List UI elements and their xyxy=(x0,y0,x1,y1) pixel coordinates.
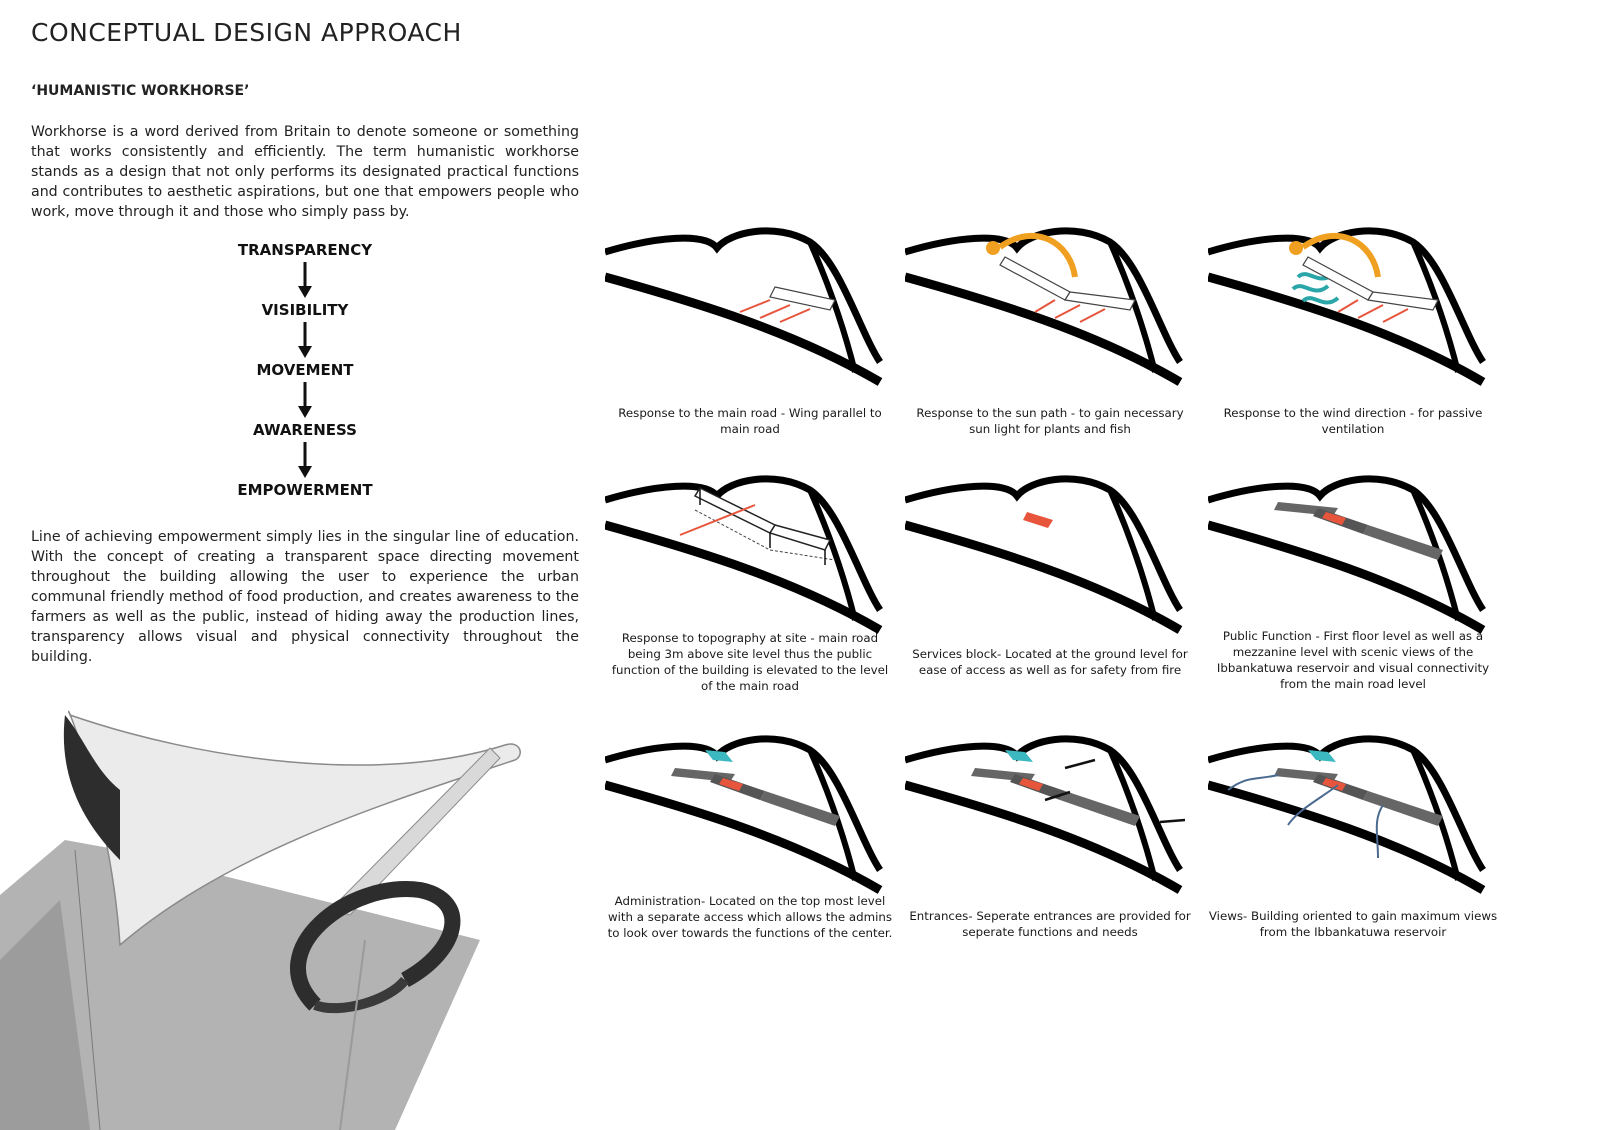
diagram-services-block: Services block- Located at the ground le… xyxy=(905,460,1205,740)
down-arrow-icon xyxy=(298,442,312,478)
diagram-caption: Administration- Located on the top most … xyxy=(607,894,893,940)
diagram-caption: Entrances- Seperate entrances are provid… xyxy=(909,909,1191,939)
down-arrow-icon xyxy=(298,262,312,298)
views-sketch xyxy=(1208,735,1486,894)
diagram-caption: Response to topography at site - main ro… xyxy=(611,631,889,693)
flow-step-visibility: VISIBILITY xyxy=(261,301,349,319)
flow-step-awareness: AWARENESS xyxy=(253,421,357,439)
services-block-sketch xyxy=(905,475,1183,634)
diagram-caption: Views- Building oriented to gain maximum… xyxy=(1208,909,1498,939)
diagram-views: Views- Building oriented to gain maximum… xyxy=(1208,720,1508,1000)
sun-path-sketch xyxy=(905,227,1183,386)
entrances-sketch xyxy=(905,735,1186,894)
diagram-entrances: Entrances- Seperate entrances are provid… xyxy=(905,720,1205,1000)
subtitle: ‘HUMANISTIC WORKHORSE’ xyxy=(31,83,250,99)
flow-step-movement: MOVEMENT xyxy=(256,361,354,379)
diagram-topography: Response to topography at site - main ro… xyxy=(605,460,905,740)
diagram-caption: Services block- Located at the ground le… xyxy=(912,647,1188,677)
administration-sketch xyxy=(605,735,883,894)
topography-sketch xyxy=(605,475,883,634)
flow-step-empowerment: EMPOWERMENT xyxy=(237,481,373,499)
empowerment-paragraph: Line of achieving empowerment simply lie… xyxy=(31,529,579,665)
concept-flow: TRANSPARENCY VISIBILITY MOVEMENT AWARENE… xyxy=(205,240,405,500)
diagram-wind-direction: Response to the wind direction - for pas… xyxy=(1208,212,1508,492)
public-function-sketch xyxy=(1208,475,1486,634)
diagram-caption: Public Function - First floor level as w… xyxy=(1216,629,1490,691)
diagram-public-function: Public Function - First floor level as w… xyxy=(1208,460,1508,740)
diagram-administration: Administration- Located on the top most … xyxy=(605,720,905,1000)
diagram-caption: Response to the main road - Wing paralle… xyxy=(618,406,882,436)
page-title: CONCEPTUAL DESIGN APPROACH xyxy=(31,18,462,47)
concept-model-photo xyxy=(0,710,521,1130)
diagram-caption: Response to the sun path - to gain neces… xyxy=(916,406,1184,436)
road-response-sketch xyxy=(605,227,883,386)
down-arrow-icon xyxy=(298,382,312,418)
diagram-caption: Response to the wind direction - for pas… xyxy=(1223,406,1483,436)
wind-direction-sketch xyxy=(1208,227,1486,386)
diagram-road-response: Response to the main road - Wing paralle… xyxy=(605,212,905,492)
diagram-sun-path: Response to the sun path - to gain neces… xyxy=(905,212,1205,492)
intro-paragraph: Workhorse is a word derived from Britain… xyxy=(31,124,579,220)
flow-step-transparency: TRANSPARENCY xyxy=(237,241,373,259)
down-arrow-icon xyxy=(298,322,312,358)
